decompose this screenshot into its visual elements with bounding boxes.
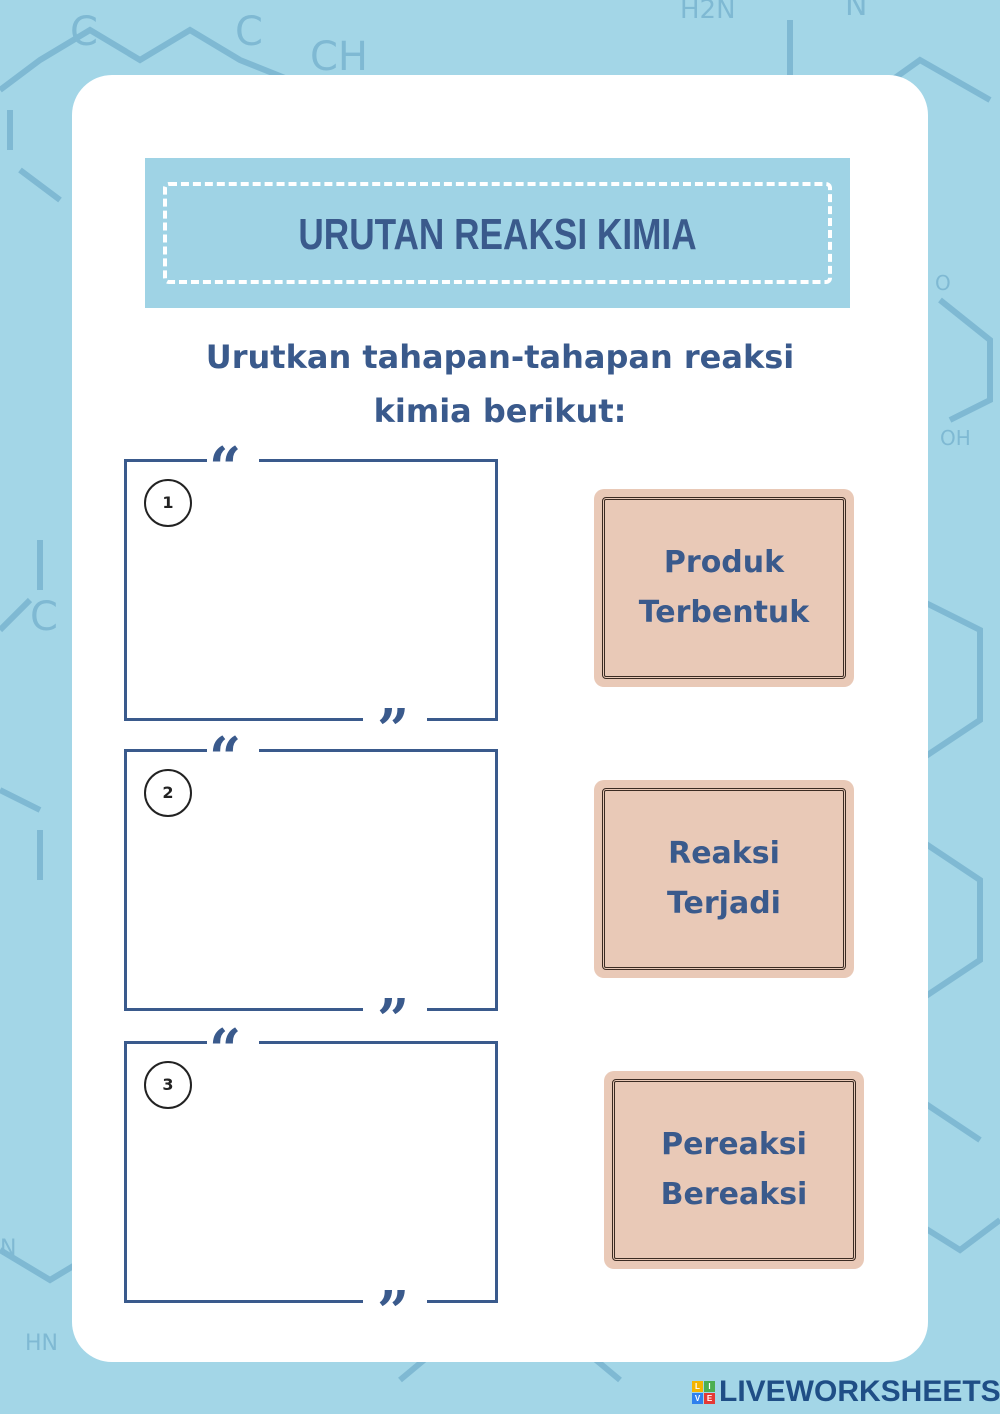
close-quote-icon: ” bbox=[377, 987, 410, 1053]
tag-label: Reaksi bbox=[668, 836, 780, 871]
tag-label: Bereaksi bbox=[660, 1177, 808, 1212]
open-quote-icon: “ bbox=[209, 725, 242, 791]
instruction-line: kimia berikut: bbox=[373, 392, 627, 430]
box-number: 3 bbox=[144, 1061, 192, 1109]
title-banner bbox=[145, 158, 850, 308]
bg-label: CH bbox=[310, 34, 368, 80]
instruction-line: Urutkan tahapan-tahapan reaksi bbox=[205, 338, 795, 376]
open-quote-icon: “ bbox=[209, 435, 242, 501]
tag-frame bbox=[602, 788, 846, 970]
logo-text: LIVEWORKSHEETS bbox=[719, 1375, 1000, 1408]
close-quote-icon: ” bbox=[377, 697, 410, 763]
close-quote-icon: ” bbox=[377, 1279, 410, 1345]
page-title: URUTAN REAKSI KIMIA bbox=[298, 210, 697, 259]
bg-label: C bbox=[30, 594, 58, 640]
bg-label: N bbox=[845, 0, 867, 23]
answer-box-2[interactable]: “ ” 2 bbox=[124, 730, 498, 1048]
bg-label: C bbox=[235, 9, 263, 55]
bg-label: C bbox=[70, 9, 98, 55]
bg-label: N bbox=[0, 1236, 16, 1261]
tag-label: Terjadi bbox=[667, 886, 781, 921]
open-quote-icon: “ bbox=[209, 1017, 242, 1083]
logo-letter: I bbox=[704, 1380, 715, 1392]
bg-label: H2N bbox=[680, 0, 736, 25]
logo-letter: L bbox=[692, 1380, 703, 1392]
box-number: 2 bbox=[144, 769, 192, 817]
logo-letter: V bbox=[692, 1392, 703, 1404]
tag-label: Terbentuk bbox=[638, 595, 810, 630]
tag-label: Produk bbox=[663, 545, 785, 580]
logo-letter: E bbox=[704, 1392, 715, 1404]
bg-label: OH bbox=[940, 426, 971, 450]
box-number: 1 bbox=[144, 479, 192, 527]
banner-dashed-border bbox=[163, 182, 832, 284]
instructions: Urutkan tahapan-tahapan reaksi kimia ber… bbox=[150, 330, 850, 438]
tag-frame bbox=[602, 497, 846, 679]
tag-frame bbox=[612, 1079, 856, 1261]
answer-box-3[interactable]: “ ” 3 bbox=[124, 1022, 498, 1340]
tag-label: Pereaksi bbox=[661, 1127, 807, 1162]
bg-label: HN bbox=[25, 1331, 58, 1356]
answer-box-1[interactable]: “ ” 1 bbox=[124, 440, 498, 758]
bg-label: O bbox=[935, 271, 951, 295]
